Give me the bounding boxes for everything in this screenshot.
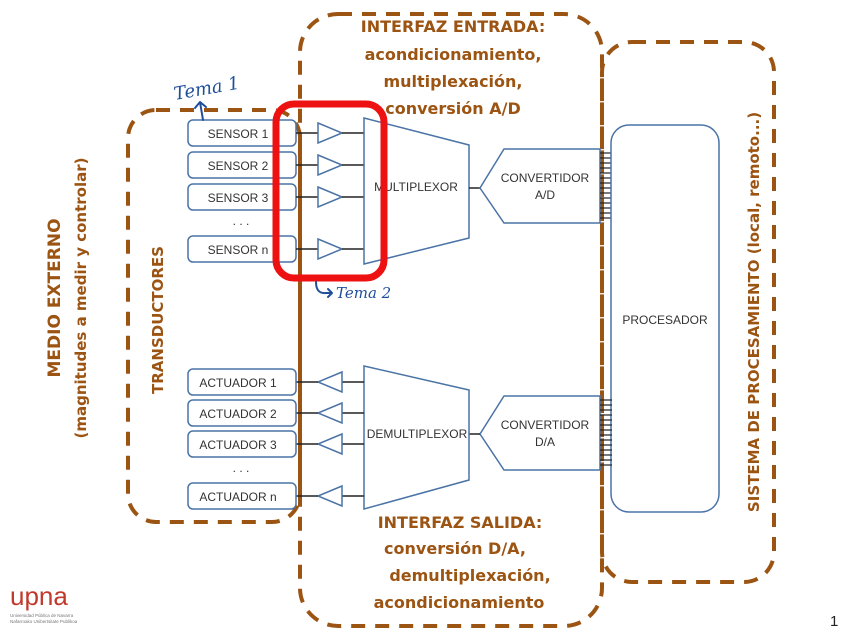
sensor-label: SENSOR 3 [208,191,269,205]
amplifier-icon [316,484,343,508]
adc-label-line1: CONVERTIDOR [501,171,590,185]
processor-block: PROCESADOR [610,124,720,513]
tema2-annotation: Tema 2 [315,281,391,302]
logo-text: upna [10,581,68,611]
actuator-label: ACTUADOR 3 [199,438,277,452]
interfaz-region [298,12,604,628]
actuator-label: ACTUADOR 2 [199,407,277,421]
amplifier-icon [316,370,343,394]
adc-block: CONVERTIDOR A/D [479,148,601,224]
tema2-label: Tema 2 [336,284,391,302]
interfaz-entrada-line4: conversión A/D [385,99,521,118]
transductores-title: TRANSDUCTORES [149,246,167,394]
interfaz-salida-label: INTERFAZ SALIDA: conversión D/A, demulti… [374,513,551,612]
interfaz-salida-line3: demultiplexación, [389,566,550,585]
demultiplexor-block: DEMULTIPLEXOR [363,365,470,510]
multiplexor-label: MULTIPLEXOR [374,180,458,194]
multiplexor-block: MULTIPLEXOR [363,117,470,265]
sensor-1: SENSOR 1 [187,119,297,147]
amplifier-icon [316,432,343,456]
interfaz-entrada-line2: acondicionamiento, [365,45,542,64]
dac-label-line1: CONVERTIDOR [501,418,590,432]
transductores-region [126,108,302,524]
sensor-ellipsis: . . . [233,214,250,228]
arrow-right-icon [315,281,333,298]
interfaz-entrada-label: INTERFAZ ENTRADA: acondicionamiento, mul… [361,17,545,118]
amplifier-icon [317,237,344,261]
medio-externo-title: MEDIO EXTERNO [45,218,65,377]
actuator-label: ACTUADOR n [199,490,276,504]
page-number: 1 [830,613,838,630]
logo-subtitle-1: Universidad Pública de Navarra [10,613,74,618]
interfaz-salida-line4: acondicionamiento [374,593,545,612]
interfaz-salida-line2: conversión D/A, [384,539,526,558]
actuator-n: ACTUADOR n [187,482,297,510]
actuator-ellipsis: . . . [233,461,250,475]
actuator-2: ACTUADOR 2 [187,399,297,427]
interfaz-entrada-line1: INTERFAZ ENTRADA: [361,17,545,36]
tema1-label: Tema 1 [172,73,241,105]
sensor-n: SENSOR n [187,235,297,263]
amplifier-icon [317,153,344,177]
logo-subtitle-2: Nafarroako Unibertsitate Publikoa [10,619,78,624]
arrow-up-icon [194,101,207,121]
dac-bus [600,399,612,466]
amplifier-icon [317,121,344,145]
sensor-2: SENSOR 2 [187,151,297,179]
adc-label-line2: A/D [535,188,555,202]
sistema-title: SISTEMA DE PROCESAMIENTO (local, remoto.… [745,112,763,512]
output-amplifiers [296,370,364,508]
interfaz-entrada-line3: multiplexación, [383,72,522,91]
medio-externo-subtitle: (magnitudes a medir y controlar) [72,158,90,439]
input-amplifiers [296,121,364,261]
sensor-3: SENSOR 3 [187,183,297,211]
upna-logo: upna Universidad Pública de Navarra Nafa… [10,581,78,624]
sensor-label: SENSOR 2 [208,159,269,173]
interfaz-salida-line1: INTERFAZ SALIDA: [378,513,543,532]
dac-label-line2: D/A [535,435,555,449]
sensor-label: SENSOR 1 [208,127,269,141]
highlight-box [272,100,388,282]
tema1-annotation: Tema 1 [172,73,241,121]
actuator-label: ACTUADOR 1 [199,376,277,390]
amplifier-icon [317,185,344,209]
actuator-3: ACTUADOR 3 [187,430,297,458]
dac-block: CONVERTIDOR D/A [479,395,601,471]
actuator-1: ACTUADOR 1 [187,368,297,396]
sistema-region [600,40,776,584]
processor-label: PROCESADOR [622,313,708,327]
sensor-label: SENSOR n [208,243,269,257]
adc-bus [600,152,612,219]
demultiplexor-label: DEMULTIPLEXOR [367,427,468,441]
amplifier-icon [316,401,343,425]
